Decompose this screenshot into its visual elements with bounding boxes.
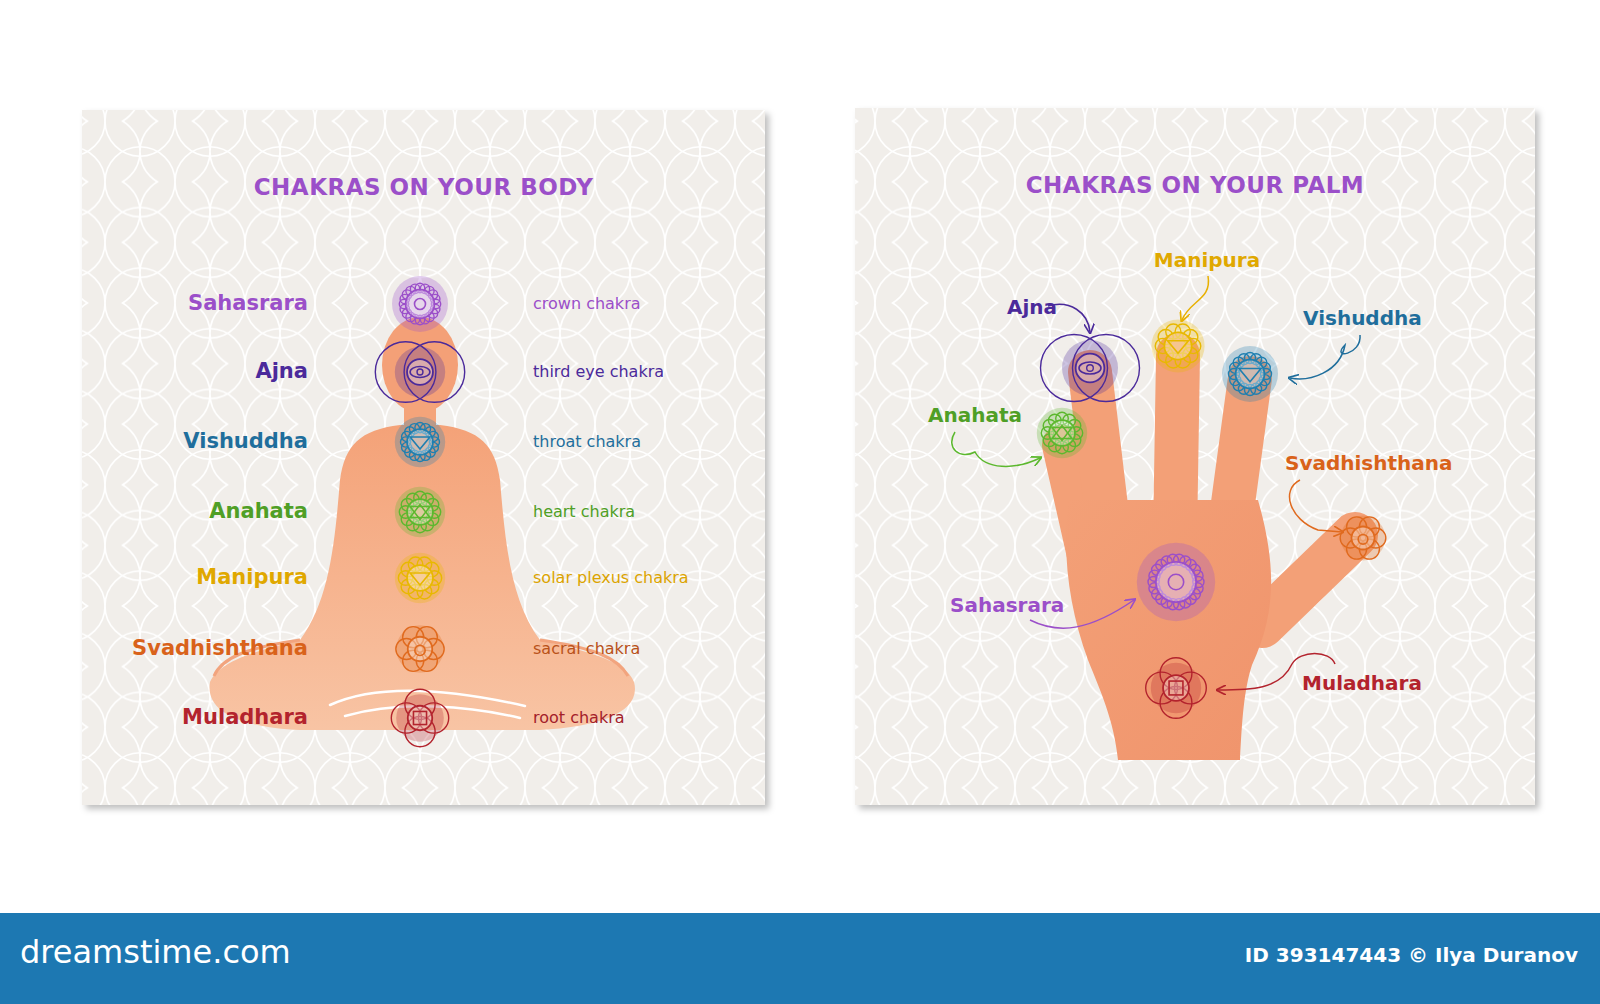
chakra-name: Svadhishthana xyxy=(132,636,308,661)
panel-ground xyxy=(82,108,1535,805)
chakra-name: Ajna xyxy=(255,359,308,384)
panel-title: CHAKRAS ON YOUR PALM xyxy=(855,172,1535,198)
chakra-english-name: throat chakra xyxy=(533,432,641,451)
palm-chakra-label: Vishuddha xyxy=(1303,306,1422,330)
chakra-english-name: solar plexus chakra xyxy=(533,568,689,587)
footer-band: dreamstime.com ID 393147443 © Ilya Durano… xyxy=(0,913,1600,1004)
chakra-english-name: heart chakra xyxy=(533,502,635,521)
chakra-english-name: third eye chakra xyxy=(533,362,664,381)
brand-name: dreamstime.com xyxy=(20,933,291,971)
body-panel: CHAKRAS ON YOUR BODY xyxy=(82,110,765,805)
chakra-symbols xyxy=(375,276,1386,747)
palm-chakra-label: Ajna xyxy=(1007,295,1057,319)
chakra-name: Sahasrara xyxy=(188,291,308,316)
panel-title: CHAKRAS ON YOUR BODY xyxy=(82,174,765,200)
palm-chakra-label: Anahata xyxy=(928,403,1022,427)
chakra-english-name: sacral chakra xyxy=(533,639,640,658)
chakra-name: Muladhara xyxy=(182,705,308,730)
palm-chakra-label: Sahasrara xyxy=(950,593,1064,617)
chakra-english-name: crown chakra xyxy=(533,294,641,313)
chakra-name: Vishuddha xyxy=(183,429,308,454)
image-credit: ID 393147443 © Ilya Duranov xyxy=(1245,943,1578,967)
palm-chakra-label: Svadhishthana xyxy=(1285,451,1453,475)
chakra-name: Anahata xyxy=(209,499,308,524)
hand-figure xyxy=(1062,355,1355,760)
leader-lines xyxy=(952,276,1360,690)
palm-chakra-label: Muladhara xyxy=(1302,671,1422,695)
chakra-english-name: root chakra xyxy=(533,708,625,727)
palm-chakra-label: Manipura xyxy=(1154,248,1260,272)
chakra-name: Manipura xyxy=(196,565,308,590)
